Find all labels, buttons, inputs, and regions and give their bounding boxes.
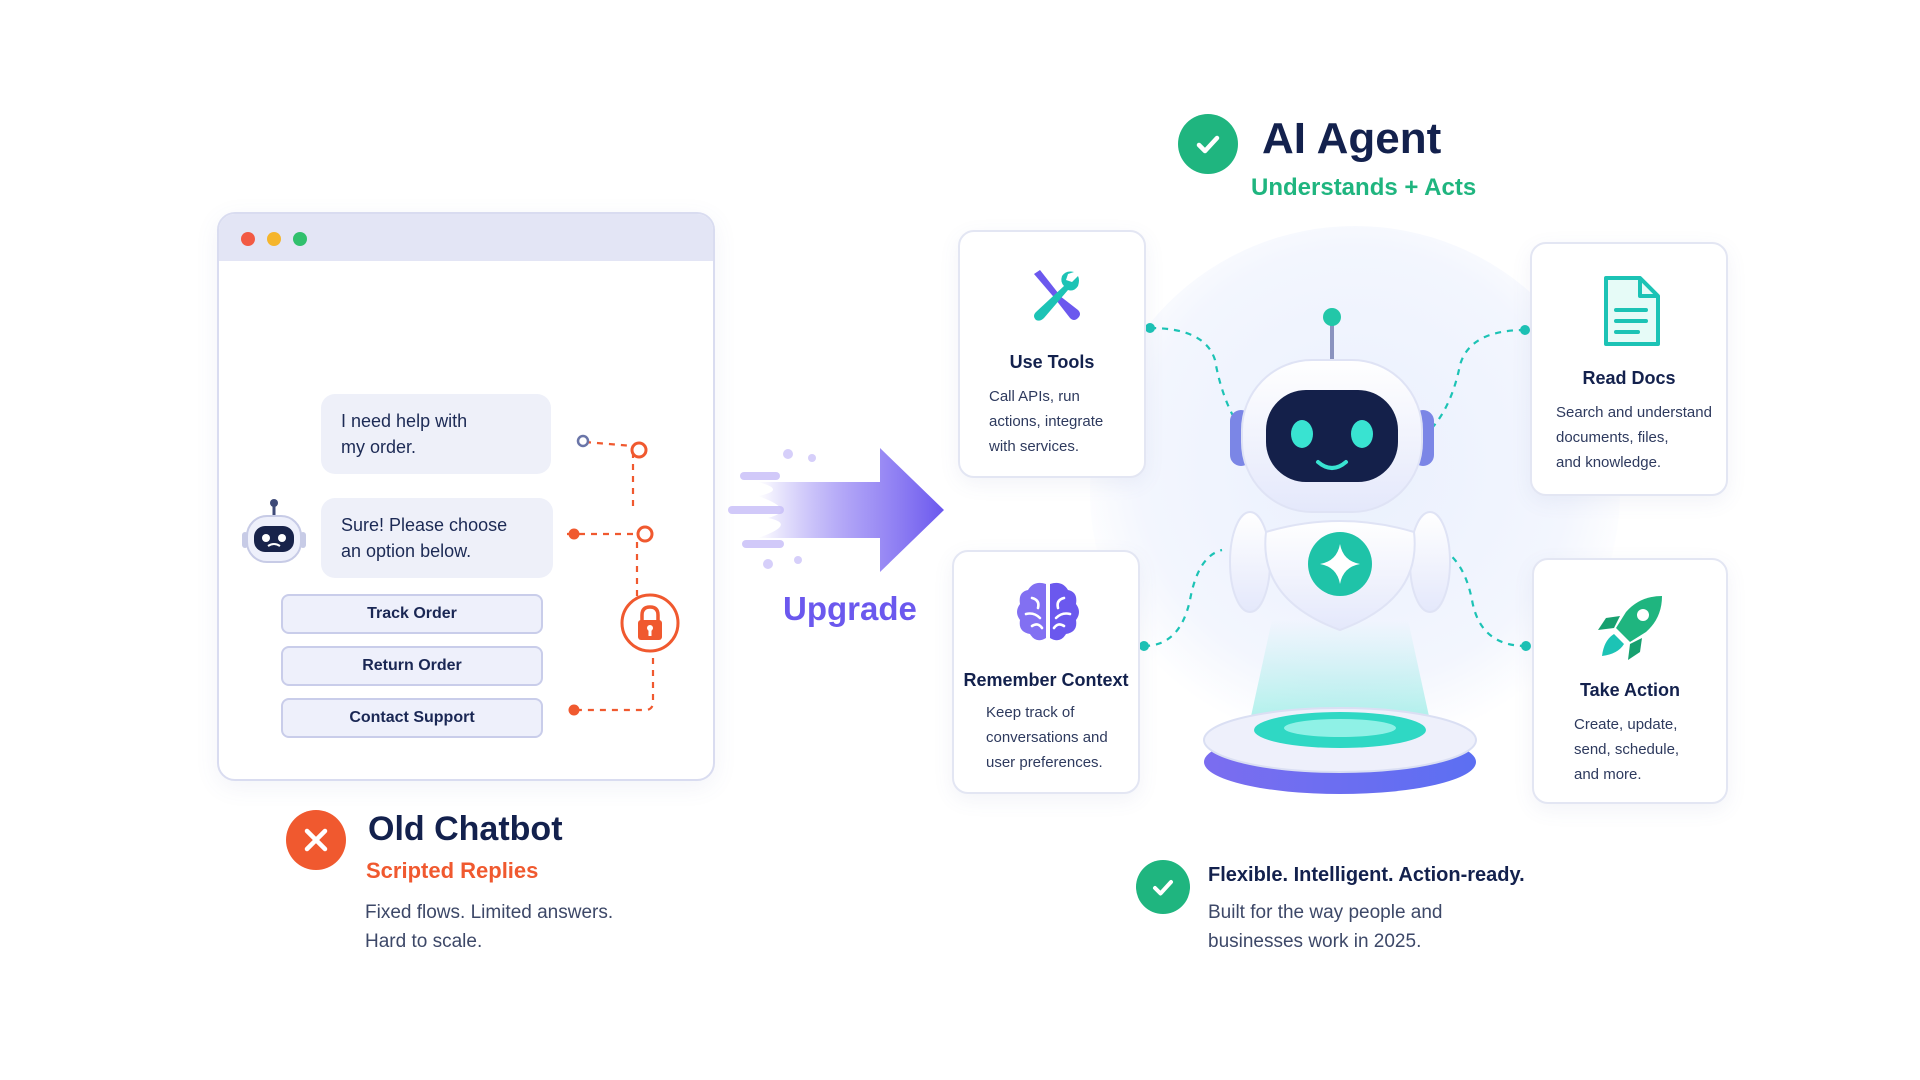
return-order-button[interactable]: Return Order: [281, 646, 543, 686]
feature-card-remember-context: Remember Context Keep track of conversat…: [952, 550, 1140, 794]
minimize-dot-icon: [267, 232, 281, 246]
feature-description: Search and understand documents, files, …: [1556, 400, 1712, 475]
description-line: and knowledge.: [1556, 454, 1662, 471]
description-line: businesses work in 2025.: [1208, 931, 1422, 952]
contact-support-button[interactable]: Contact Support: [281, 698, 543, 738]
description-line: documents, files,: [1556, 429, 1669, 446]
user-message-line: my order.: [341, 437, 417, 457]
old-bot-avatar-icon: [239, 496, 309, 572]
brain-icon: [1012, 576, 1084, 648]
description-line: Built for the way people and: [1208, 902, 1443, 923]
old-chatbot-window: I need help with my order. Sure! Please …: [217, 212, 715, 781]
description-line: actions, integrate: [989, 413, 1104, 430]
feature-title: Take Action: [1579, 680, 1681, 700]
description-line: Search and understand: [1556, 404, 1712, 421]
feature-title: Read Docs: [1582, 368, 1676, 388]
old-chatbot-title: Old Chatbot: [368, 810, 563, 848]
ai-robot-icon: [1190, 300, 1490, 800]
description-line: user preferences.: [986, 754, 1103, 771]
upgrade-label: Upgrade: [783, 590, 917, 627]
bot-message-bubble: Sure! Please choose an option below.: [321, 498, 553, 578]
feature-description: Keep track of conversations and user pre…: [986, 700, 1108, 775]
ai-agent-tagline: Flexible. Intelligent. Action-ready.: [1208, 864, 1525, 886]
document-icon: [1598, 274, 1664, 348]
rocket-icon: [1596, 590, 1668, 662]
description-line: send, schedule,: [1574, 741, 1680, 758]
description-line: Create, update,: [1574, 716, 1678, 733]
maximize-dot-icon: [293, 232, 307, 246]
ai-agent-description: Built for the way people and businesses …: [1208, 898, 1443, 956]
x-icon: [286, 810, 346, 870]
tools-icon: [1022, 262, 1086, 326]
bot-message-line: an option below.: [341, 541, 472, 561]
tagline-check-icon: [1136, 860, 1190, 914]
bot-message-line: Sure! Please choose: [341, 515, 508, 535]
window-titlebar: [219, 214, 713, 261]
description-line: Keep track of: [986, 704, 1075, 721]
ai-agent-subtitle: Understands + Acts: [1251, 174, 1477, 201]
scripted-flow-lines: [567, 434, 655, 716]
lock-icon: [619, 592, 681, 654]
upgrade-arrow-icon: [728, 446, 948, 576]
description-line: with services.: [989, 438, 1080, 455]
description-line: Hard to scale.: [365, 931, 483, 952]
description-line: Fixed flows. Limited answers.: [365, 902, 614, 923]
feature-card-take-action: Take Action Create, update, send, schedu…: [1532, 558, 1728, 804]
user-message-bubble: I need help with my order.: [321, 394, 551, 474]
feature-title: Remember Context: [963, 670, 1129, 690]
feature-description: Create, update, send, schedule, and more…: [1574, 712, 1679, 787]
description-line: conversations and: [986, 729, 1108, 746]
description-line: Call APIs, run: [989, 388, 1080, 405]
old-chatbot-description: Fixed flows. Limited answers. Hard to sc…: [365, 898, 613, 956]
close-dot-icon: [241, 232, 255, 246]
check-icon: [1178, 114, 1238, 174]
ai-agent-title: AI Agent: [1262, 114, 1442, 163]
track-order-button[interactable]: Track Order: [281, 594, 543, 634]
feature-description: Call APIs, run actions, integrate with s…: [989, 384, 1103, 459]
old-chatbot-subtitle: Scripted Replies: [366, 858, 539, 883]
user-message-line: I need help with: [341, 411, 468, 431]
feature-card-use-tools: Use Tools Call APIs, run actions, integr…: [958, 230, 1146, 478]
feature-card-read-docs: Read Docs Search and understand document…: [1530, 242, 1728, 496]
feature-title: Use Tools: [1009, 352, 1095, 372]
description-line: and more.: [1574, 766, 1642, 783]
